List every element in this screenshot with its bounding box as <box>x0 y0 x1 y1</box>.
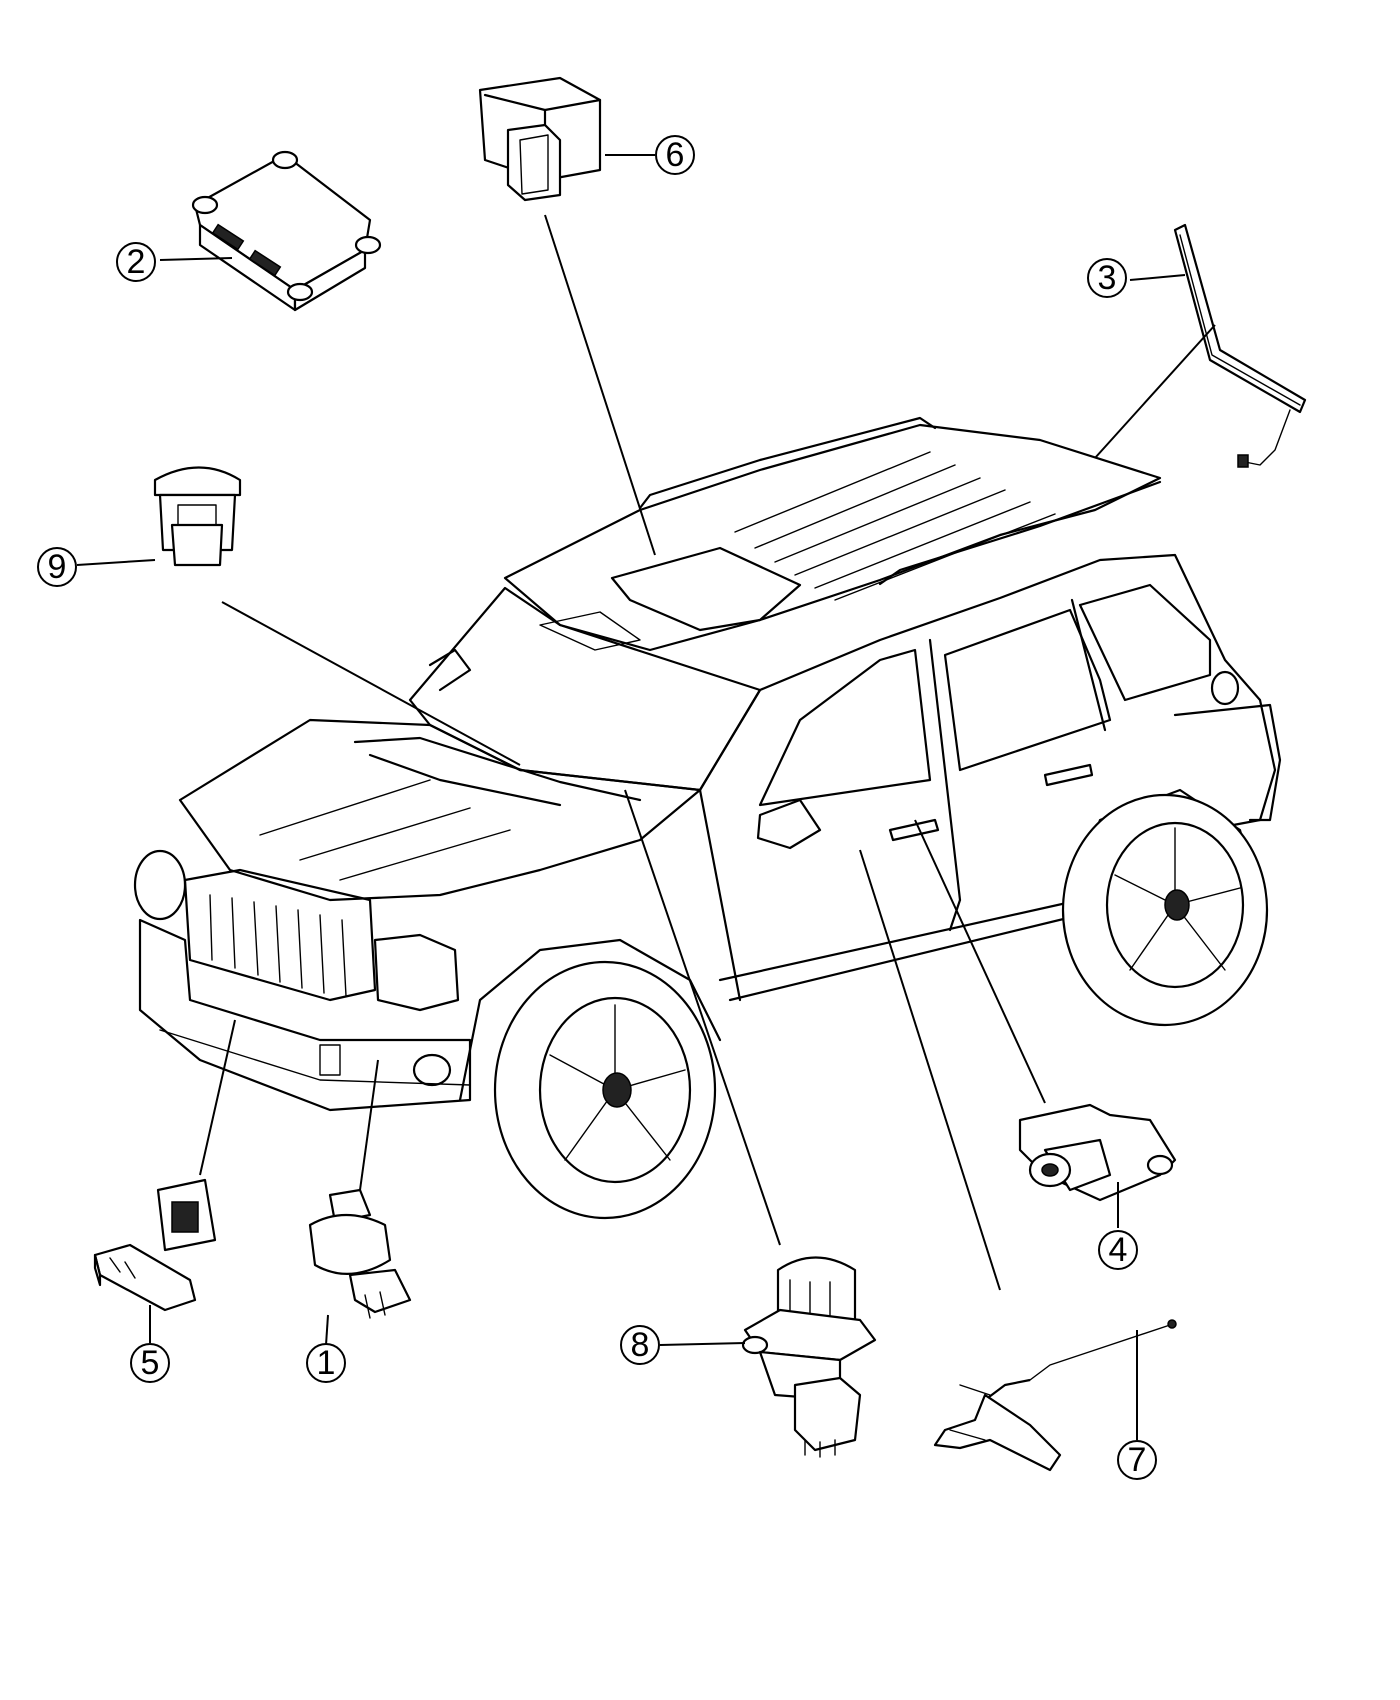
callout-5: 5 <box>130 1343 170 1383</box>
occupant-sensor-mat <box>933 1319 1177 1472</box>
callout-5-label: 5 <box>141 1344 160 1382</box>
callout-9: 9 <box>37 547 77 587</box>
relay <box>478 76 602 202</box>
rain-light-sensor <box>153 466 242 567</box>
callout-6-label: 6 <box>666 136 685 174</box>
callout-7-label: 7 <box>1128 1441 1147 1479</box>
callout-6: 6 <box>655 135 695 175</box>
callout-2-label: 2 <box>127 243 146 281</box>
callout-9-label: 9 <box>48 548 67 586</box>
pressure-switch <box>741 1256 877 1458</box>
impact-sensor <box>1018 1103 1177 1202</box>
horn <box>308 1188 412 1319</box>
vehicle-illustration <box>133 416 1282 1220</box>
callout-2: 2 <box>116 242 156 282</box>
curtain-sensor-strip <box>1173 223 1307 468</box>
callout-4-label: 4 <box>1109 1231 1128 1269</box>
callout-3: 3 <box>1087 258 1127 298</box>
callout-8: 8 <box>620 1325 660 1365</box>
callout-8-label: 8 <box>631 1326 650 1364</box>
callout-4: 4 <box>1098 1230 1138 1270</box>
callout-1-label: 1 <box>317 1344 336 1382</box>
callout-1: 1 <box>306 1343 346 1383</box>
callout-3-label: 3 <box>1098 259 1117 297</box>
callout-7: 7 <box>1117 1440 1157 1480</box>
ambient-temperature-sensor <box>93 1178 217 1312</box>
airbag-control-module <box>191 150 382 312</box>
leader-lines <box>76 154 1216 1440</box>
